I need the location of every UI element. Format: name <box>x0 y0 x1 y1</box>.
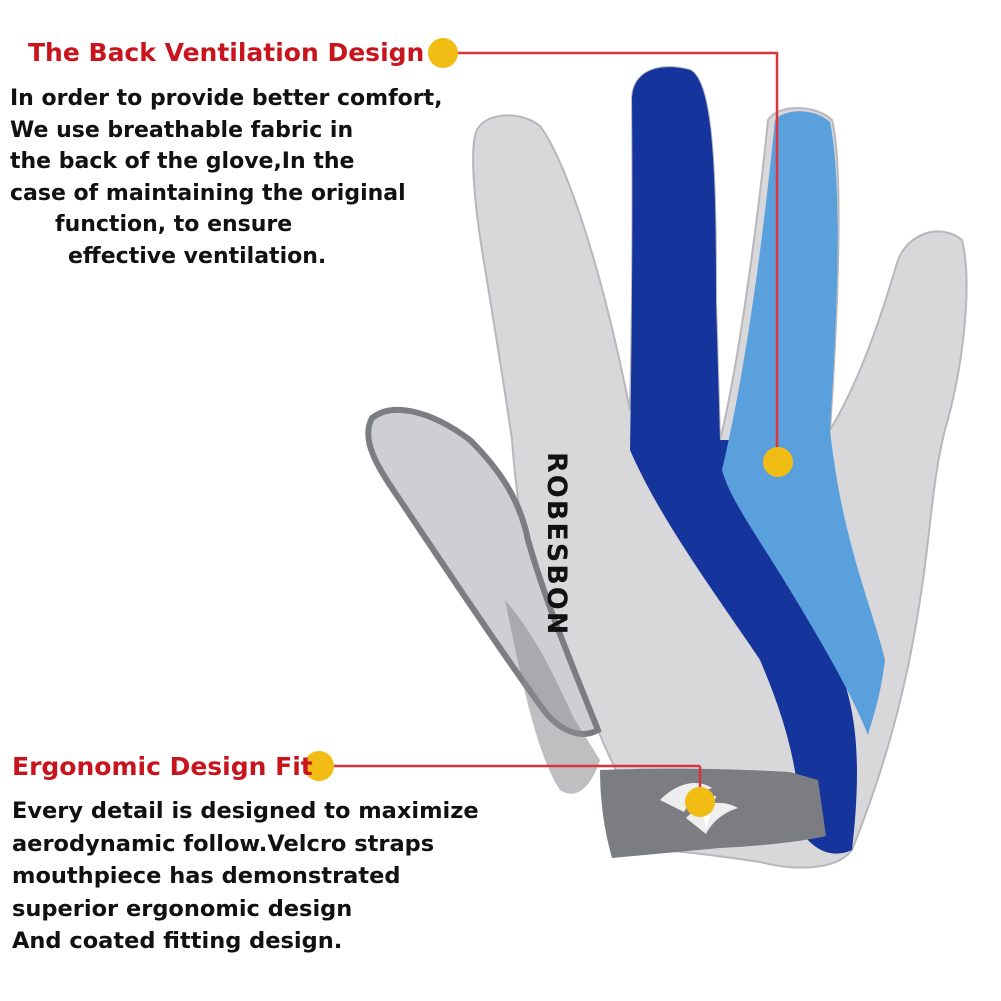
ergonomic-callout <box>304 751 715 817</box>
ventilation-marker-glove <box>763 447 793 477</box>
ergonomic-line-3: mouthpiece has demonstrated <box>12 863 401 889</box>
ergonomic-marker-glove <box>685 787 715 817</box>
ergonomic-line-4: superior ergonomic design <box>12 895 353 922</box>
ergonomic-marker-left <box>304 751 334 781</box>
ventilation-callout <box>428 38 793 477</box>
glove-palm-patch <box>505 600 600 794</box>
ergonomic-description: Every detail is designed to maximize aer… <box>12 795 479 958</box>
ventilation-heading: The Back Ventilation Design <box>28 38 425 67</box>
ventilation-line-1: In order to provide better comfort, <box>10 86 443 111</box>
ergonomic-line-2: aerodynamic follow.Velcro straps <box>12 830 435 857</box>
ventilation-marker-left <box>428 38 458 68</box>
ventilation-description: In order to provide better comfort, We u… <box>10 83 442 272</box>
ventilation-line-6: effective ventilation. <box>68 243 327 269</box>
glove-icon: ROBESBON <box>365 66 968 869</box>
glove-sky-stripe <box>722 111 885 735</box>
ventilation-line-5: function, to ensure <box>55 212 293 237</box>
ventilation-line-3: the back of the glove,In the <box>10 149 355 174</box>
ergonomic-line-1: Every detail is designed to maximize <box>12 798 479 824</box>
ventilation-line-2: We use breathable fabric in <box>10 117 354 143</box>
ventilation-line-4: case of maintaining the original <box>10 180 406 206</box>
ventilation-leader-line <box>443 51 779 462</box>
glove-brand-text: ROBESBON <box>541 452 572 636</box>
glove-navy-stripe <box>630 67 857 854</box>
ergonomic-heading: Ergonomic Design Fit <box>12 752 313 781</box>
ergonomic-line-5: And coated fitting design. <box>12 928 343 954</box>
